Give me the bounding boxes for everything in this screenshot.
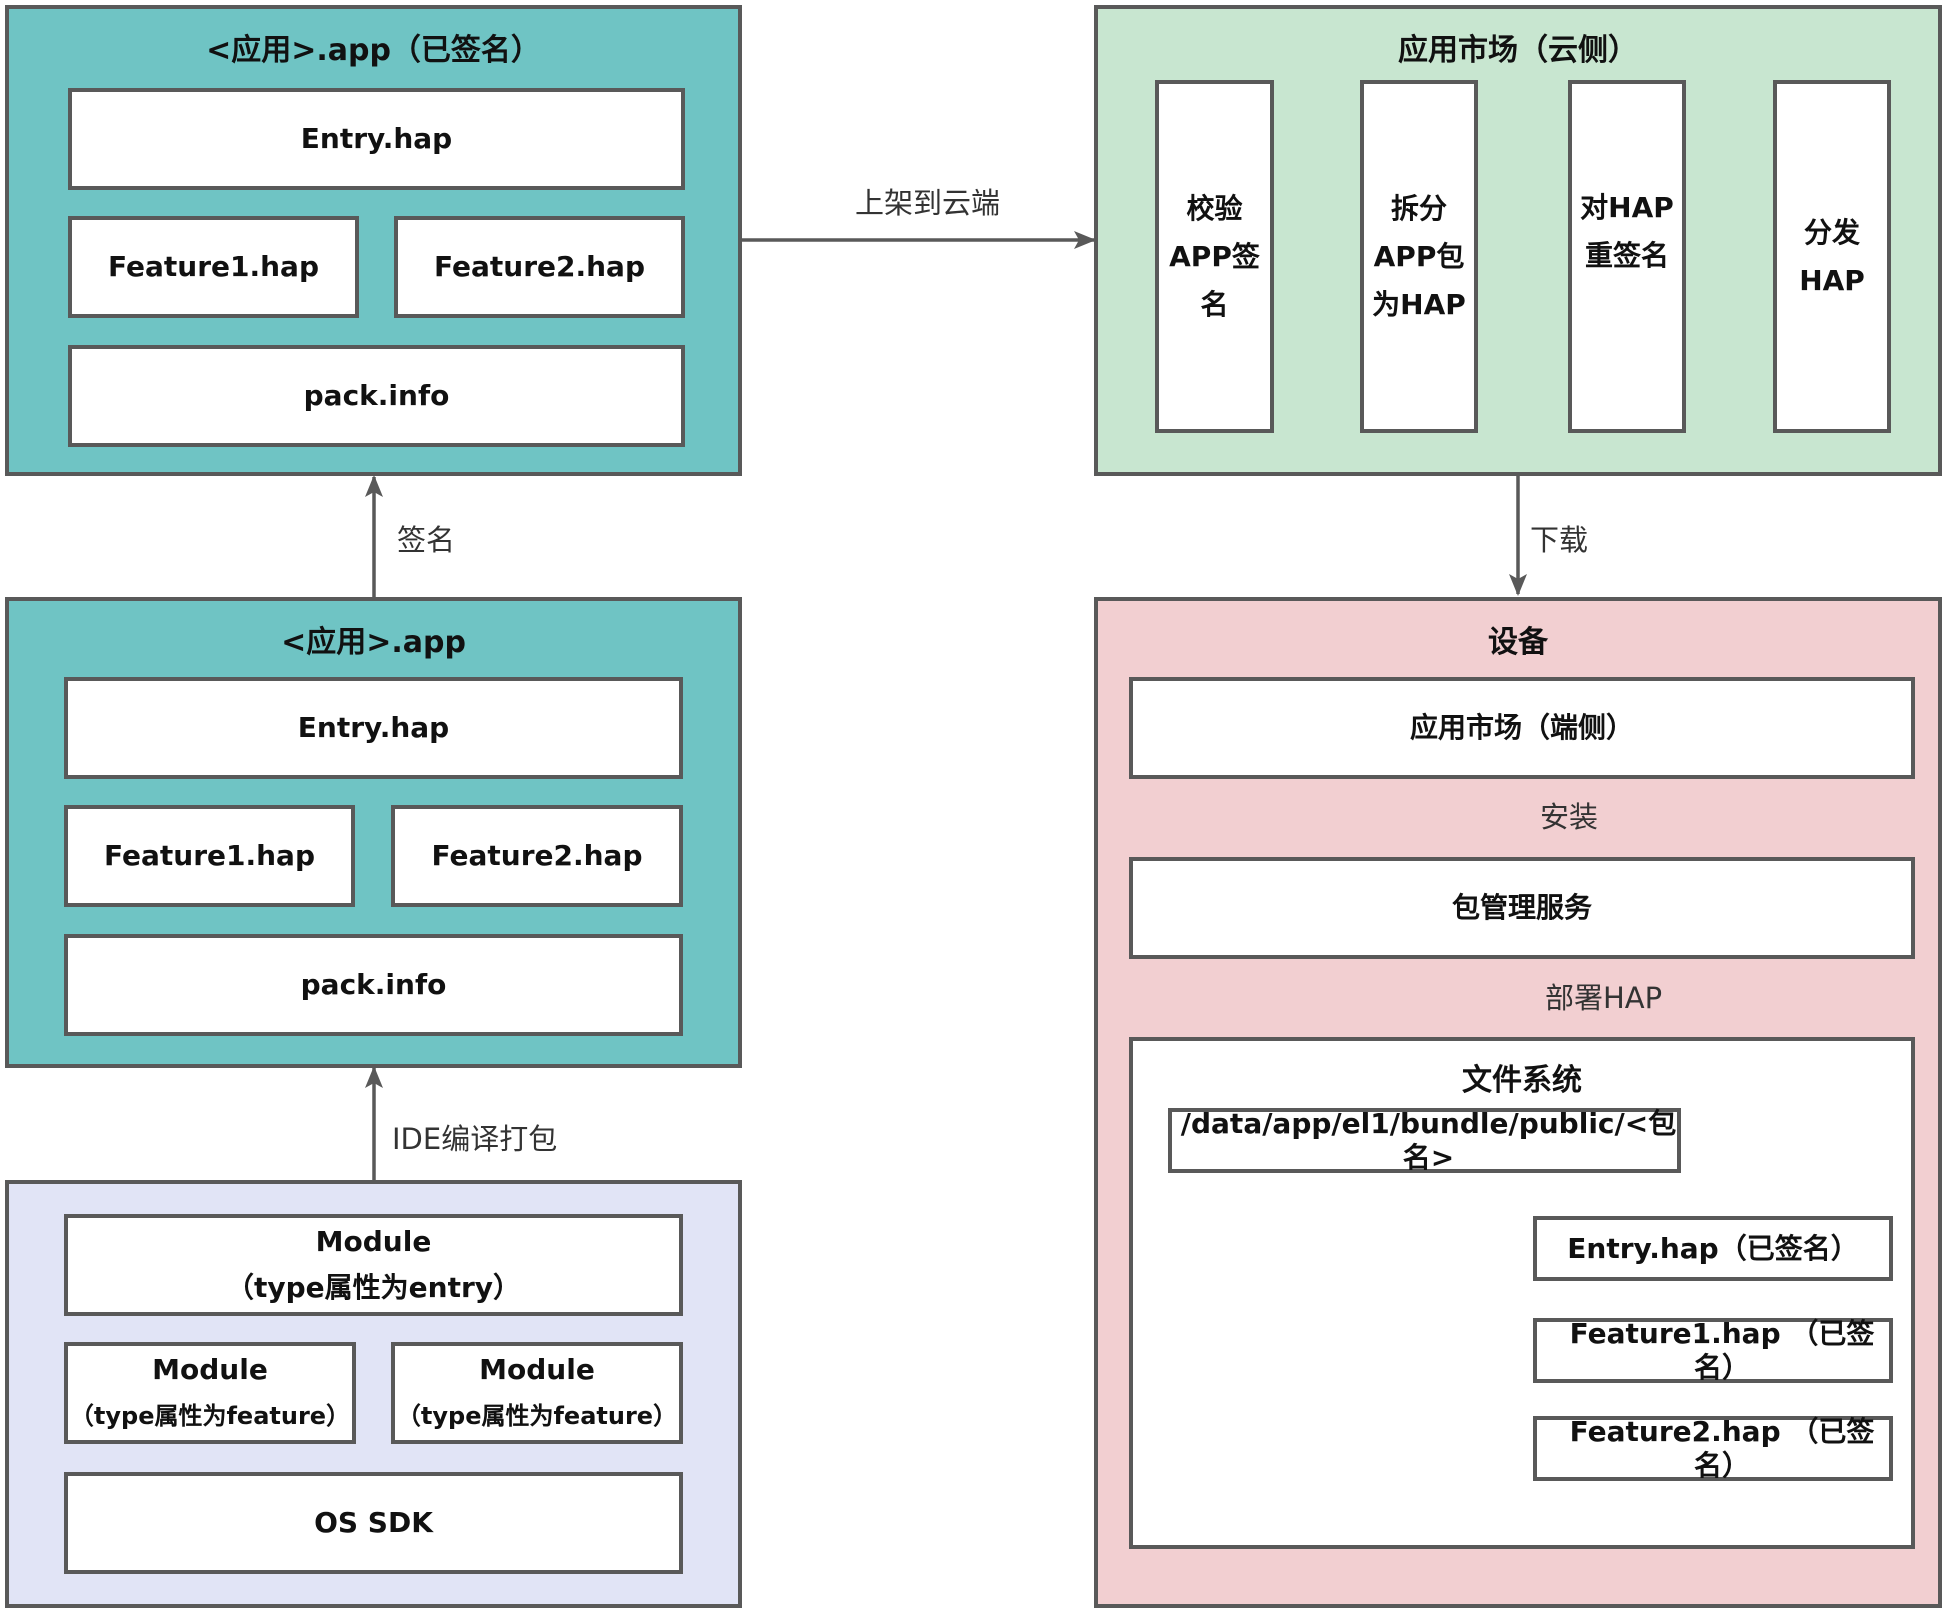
app-feature1-hap: Feature1.hap: [64, 805, 355, 907]
module-feature1: Module （type属性为feature）: [64, 1342, 356, 1444]
signed-app-title: <应用>.app（已签名）: [206, 33, 541, 68]
step-resign-line1: 对HAP: [1580, 191, 1674, 224]
step-distribute-line1: 分发: [1803, 215, 1860, 249]
step-split-line2: APP包: [1373, 239, 1465, 273]
market-client: 应用市场（端侧）: [1129, 677, 1915, 779]
file-entry-hap: Entry.hap（已签名）: [1533, 1216, 1893, 1281]
step-split-line3: 为HAP: [1372, 287, 1466, 321]
signed-feature2-hap: Feature2.hap: [394, 216, 685, 318]
market-cloud-title: 应用市场（云侧）: [1398, 33, 1638, 68]
app-entry-hap: Entry.hap: [64, 677, 683, 779]
step-split-app: 拆分 APP包 为HAP: [1360, 80, 1478, 433]
app-title: <应用>.app: [281, 625, 466, 660]
step-resign-hap: 对HAP 重签名: [1568, 80, 1686, 433]
label-upload: 上架到云端: [855, 186, 1001, 220]
module-feature2: Module （type属性为feature）: [391, 1342, 683, 1444]
file-system-title: 文件系统: [1462, 1063, 1582, 1098]
file-feature2-hap: Feature2.hap （已签名）: [1533, 1415, 1893, 1482]
label-deploy: 部署HAP: [1545, 981, 1663, 1015]
device-title: 设备: [1488, 625, 1548, 660]
label-compile: IDE编译打包: [392, 1122, 558, 1156]
module-feature1-type: （type属性为feature）: [69, 1402, 351, 1430]
label-sign: 签名: [397, 523, 456, 557]
step-resign-line2: 重签名: [1584, 239, 1669, 272]
label-download: 下载: [1530, 523, 1589, 557]
module-feature2-name: Module: [479, 1353, 595, 1386]
module-entry-name: Module: [315, 1225, 432, 1258]
file-feature1-hap: Feature1.hap （已签名）: [1533, 1317, 1893, 1384]
step-distribute-line2: HAP: [1799, 263, 1865, 297]
module-feature1-name: Module: [152, 1353, 268, 1386]
module-entry-type: （type属性为entry）: [225, 1271, 522, 1304]
bundle-path: /data/app/el1/bundle/public/<包名>: [1168, 1107, 1681, 1174]
step-verify-line3: 名: [1200, 287, 1229, 321]
label-install: 安装: [1540, 800, 1599, 834]
step-verify-line2: APP签: [1169, 239, 1260, 273]
signed-pack-info: pack.info: [68, 345, 685, 447]
app-feature2-hap: Feature2.hap: [391, 805, 683, 907]
app-pack-info: pack.info: [64, 934, 683, 1036]
step-distribute-hap: 分发 HAP: [1773, 80, 1891, 433]
step-verify-line1: 校验: [1186, 191, 1243, 225]
signed-entry-hap: Entry.hap: [68, 88, 685, 190]
module-feature2-type: （type属性为feature）: [396, 1402, 678, 1430]
os-sdk: OS SDK: [64, 1472, 683, 1574]
signed-feature1-hap: Feature1.hap: [68, 216, 359, 318]
step-split-line1: 拆分: [1390, 191, 1447, 225]
step-verify-signature: 校验 APP签 名: [1155, 80, 1274, 433]
bundle-manager-service: 包管理服务: [1129, 857, 1915, 959]
module-entry: Module （type属性为entry）: [64, 1214, 683, 1316]
